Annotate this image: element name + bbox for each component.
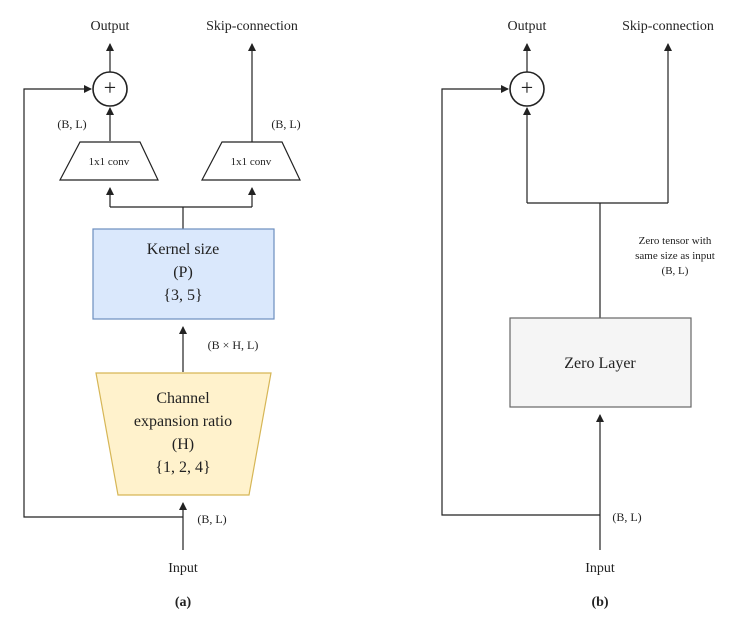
a-chan-sym: (H) xyxy=(172,436,194,453)
a-kernel-sym: (P) xyxy=(173,264,193,281)
a-plus-symbol: + xyxy=(104,75,116,100)
b-residual-path xyxy=(441,85,600,516)
b-caption: (b) xyxy=(591,595,608,610)
b-input-label: Input xyxy=(585,561,615,576)
a-chan-box xyxy=(95,372,272,496)
a-plus-node xyxy=(92,71,128,107)
b-note-line3: (B, L) xyxy=(662,265,689,277)
a-conv-left xyxy=(59,141,159,181)
b-note-line2: same size as input xyxy=(635,250,715,262)
a-kernel-box xyxy=(92,228,275,320)
a-output-label: Output xyxy=(91,19,130,34)
a-dim-right: (B, L) xyxy=(271,117,300,131)
a-input-label: Input xyxy=(168,561,198,576)
a-kernel-title: Kernel size xyxy=(147,241,219,258)
panel-a: Output Skip-connection + (B, L) (B, L) 1… xyxy=(23,19,301,610)
b-zero-box xyxy=(509,317,692,408)
b-dim-input: (B, L) xyxy=(612,510,641,524)
a-dim-left: (B, L) xyxy=(57,117,86,131)
a-chan-line2: expansion ratio xyxy=(134,413,232,430)
b-zero-label: Zero Layer xyxy=(564,355,636,372)
b-output-label: Output xyxy=(508,19,547,34)
b-skip-label: Skip-connection xyxy=(622,19,714,34)
a-dim-input: (B, L) xyxy=(197,512,226,526)
a-chan-line1: Channel xyxy=(156,390,210,407)
b-plus-node xyxy=(509,71,545,107)
a-dim-mid: (B × H, L) xyxy=(208,338,259,352)
a-chan-vals: {1, 2, 4} xyxy=(155,459,210,476)
a-conv-right-label: 1x1 conv xyxy=(231,156,272,168)
a-kernel-vals: {3, 5} xyxy=(163,287,202,304)
a-conv-left-label: 1x1 conv xyxy=(89,156,130,168)
b-plus-symbol: + xyxy=(521,75,533,100)
a-conv-right xyxy=(201,141,301,181)
a-skip-label: Skip-connection xyxy=(206,19,298,34)
b-note-line1: Zero tensor with xyxy=(639,235,712,247)
a-caption: (a) xyxy=(175,595,192,610)
panel-b: Output Skip-connection + Zero tensor wit… xyxy=(441,19,715,610)
a-residual-path xyxy=(23,85,183,518)
